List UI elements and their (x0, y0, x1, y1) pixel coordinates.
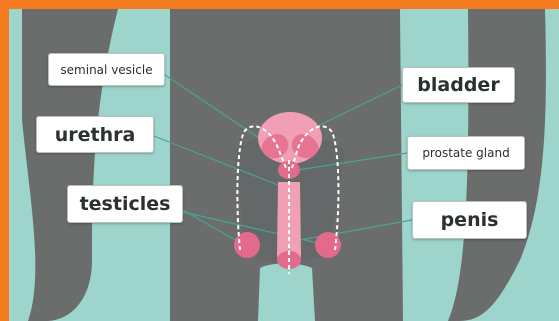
label-penis: penis (412, 201, 527, 239)
label-urethra: urethra (36, 116, 154, 153)
label-bladder: bladder (402, 67, 515, 103)
label-seminal-vesicle: seminal vesicle (48, 53, 165, 86)
label-prostate-gland: prostate gland (407, 136, 525, 170)
label-testicles: testicles (67, 185, 183, 223)
